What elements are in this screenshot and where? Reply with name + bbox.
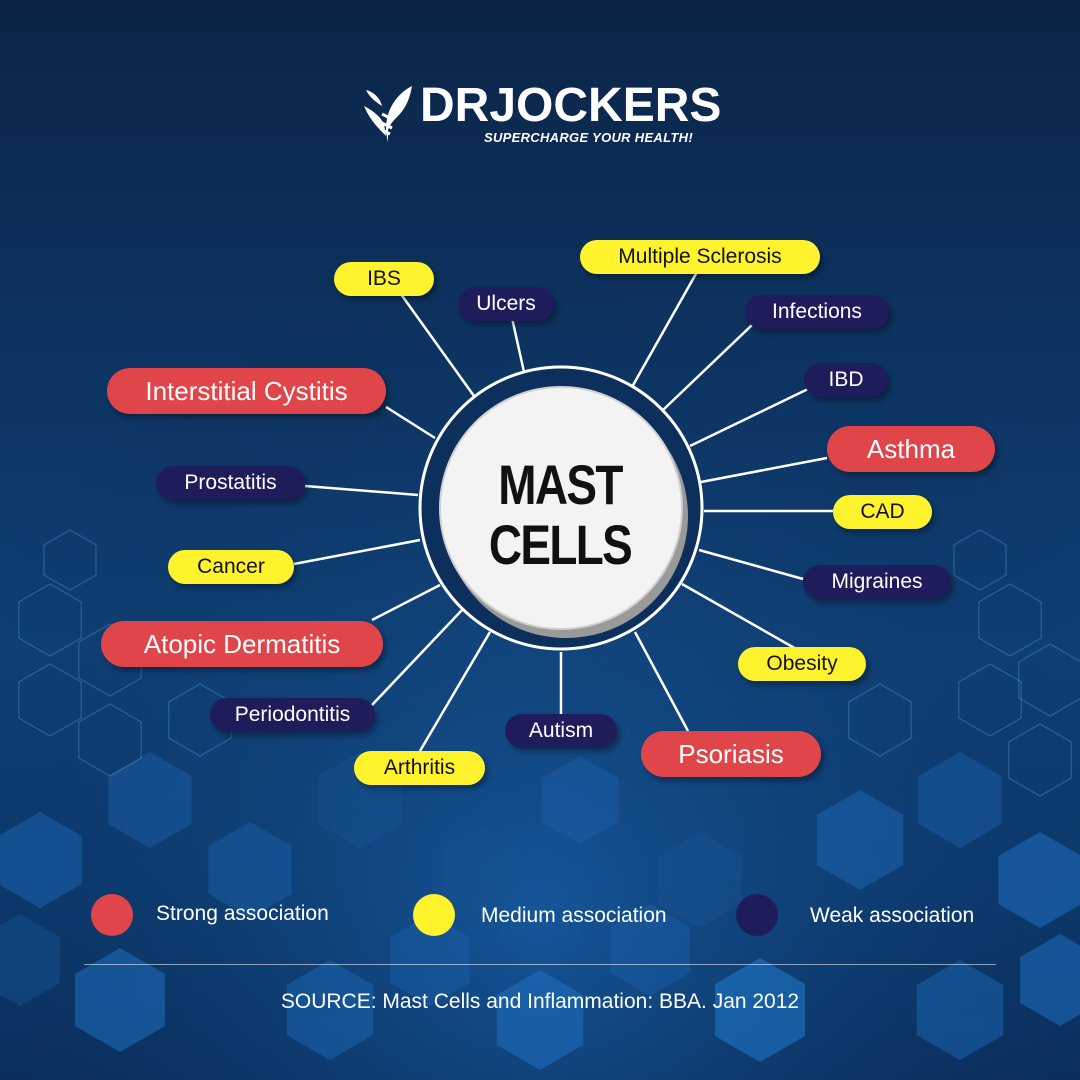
condition-label: Obesity (766, 652, 838, 675)
connector-line-ibs (396, 289, 476, 397)
connector-line-infections (662, 324, 753, 411)
condition-pill-multiple-sclerosis: Multiple Sclerosis (580, 240, 820, 274)
legend-divider (84, 964, 996, 965)
condition-pill-ibd: IBD (804, 363, 888, 397)
connector-line-prostatitis (304, 484, 419, 497)
condition-pill-cancer: Cancer (168, 550, 294, 584)
legend-label-strong: Strong association (156, 902, 329, 925)
legend-label-weak: Weak association (810, 904, 975, 927)
connector-line-obesity (681, 582, 799, 652)
brand-logo: DRJOCKERS SUPERCHARGE YOUR HEALTH! (0, 78, 1080, 158)
condition-pill-atopic-dermatitis: Atopic Dermatitis (101, 621, 383, 667)
connector-line-psoriasis (633, 631, 690, 732)
condition-label: Multiple Sclerosis (618, 245, 782, 268)
condition-pill-asthma: Asthma (827, 426, 995, 472)
condition-label: Periodontitis (234, 703, 351, 726)
condition-label: Atopic Dermatitis (143, 629, 341, 659)
connector-line-ibd (689, 387, 809, 448)
condition-label: Migraines (831, 570, 923, 593)
condition-label: IBS (367, 267, 401, 290)
connector-line-asthma (700, 456, 828, 484)
condition-pill-interstitial-cystitis: Interstitial Cystitis (107, 368, 386, 414)
hub-title-line-2: CELLS (488, 513, 633, 576)
connector-line-migraines (698, 548, 804, 581)
connector-line-periodontitis (371, 609, 463, 706)
legend-dot-weak (736, 894, 778, 936)
condition-pill-cad: CAD (833, 495, 932, 529)
condition-label: Cancer (197, 555, 265, 578)
condition-pill-psoriasis: Psoriasis (641, 731, 821, 777)
condition-label: IBD (828, 368, 864, 391)
condition-label: Psoriasis (678, 739, 784, 769)
condition-label: Arthritis (383, 756, 456, 779)
condition-pill-migraines: Migraines (803, 565, 951, 599)
condition-label: Asthma (866, 434, 956, 464)
condition-pill-periodontitis: Periodontitis (210, 698, 375, 732)
condition-label: Interstitial Cystitis (145, 376, 348, 406)
connector-line-atopic-dermatitis (371, 583, 441, 622)
condition-label: Ulcers (476, 292, 536, 315)
hub-title-line-1: MAST (498, 453, 623, 516)
hub-title: MAST CELLS (486, 455, 634, 575)
condition-label: Autism (528, 719, 594, 742)
legend-dot-medium (413, 894, 455, 936)
connector-line-multiple-sclerosis (630, 271, 699, 388)
condition-pill-infections: Infections (745, 295, 889, 329)
condition-pill-prostatitis: Prostatitis (156, 466, 305, 500)
connector-line-interstitial-cystitis (385, 405, 436, 440)
connector-line-arthritis (418, 631, 492, 752)
condition-label: CAD (860, 500, 905, 523)
condition-pill-ibs: IBS (334, 262, 434, 296)
brand-tagline: SUPERCHARGE YOUR HEALTH! (484, 130, 693, 145)
legend-label-medium: Medium association (481, 904, 667, 927)
connector-line-ulcers (510, 317, 526, 373)
condition-pill-ulcers: Ulcers (458, 287, 554, 321)
source-citation: SOURCE: Mast Cells and Inflammation: BBA… (280, 990, 800, 1013)
condition-label: Infections (772, 300, 862, 323)
condition-pill-arthritis: Arthritis (354, 751, 485, 785)
condition-label: Prostatitis (184, 471, 277, 494)
leaf-dna-icon (364, 86, 412, 142)
legend-dot-strong (91, 894, 133, 936)
hub-center-disc (439, 386, 683, 630)
connector-line-cancer (293, 538, 421, 566)
condition-pill-autism: Autism (505, 714, 617, 748)
condition-pill-obesity: Obesity (738, 647, 866, 681)
brand-name: DRJOCKERS (420, 79, 722, 132)
